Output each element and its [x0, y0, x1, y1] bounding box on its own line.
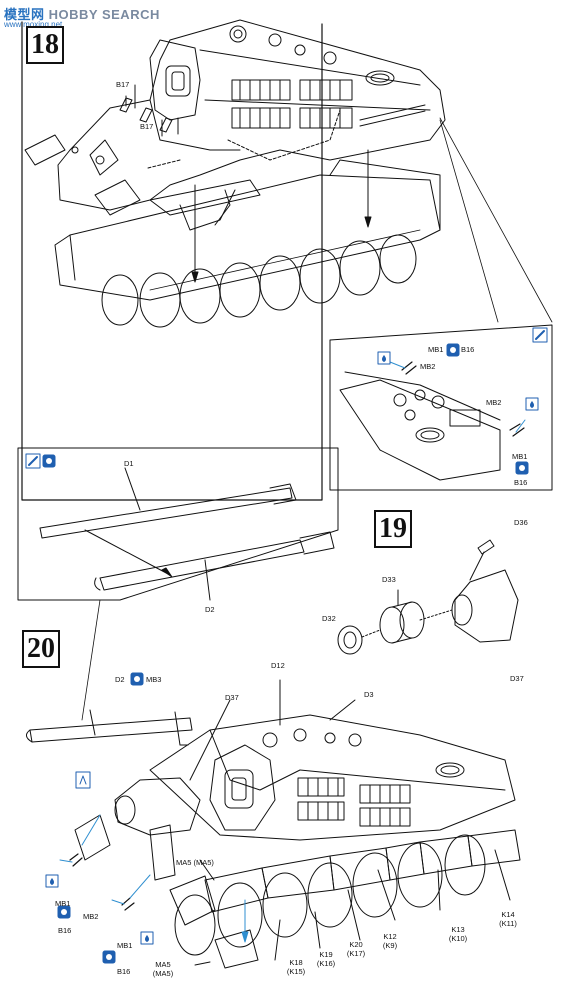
metal-part-icon [515, 461, 529, 475]
step-19-parts [337, 539, 519, 655]
label-ma5-lower: MA5 [155, 960, 171, 969]
watermark-cn: 模型网 [4, 7, 45, 22]
label-k14-alt: (K11) [499, 919, 517, 928]
label-mb2-left: MB2 [83, 912, 99, 921]
label-b16-inset-right: B16 [514, 478, 528, 487]
step-20-vehicle [26, 679, 521, 969]
watermark-en: HOBBY SEARCH [48, 7, 160, 22]
label-d2-step20: D2 [115, 675, 125, 684]
label-k18-alt: (K15) [286, 967, 306, 976]
step-18-number: 18 [26, 26, 64, 64]
paint-drop-icon [140, 931, 154, 945]
step-19-number: 19 [374, 510, 412, 548]
label-b17-upper: B17 [116, 80, 130, 89]
label-b16-inset: B16 [461, 345, 475, 354]
paint-drop-icon [45, 874, 59, 888]
optional-part-icon [75, 771, 91, 789]
label-b17-lower: B17 [140, 122, 154, 131]
label-k14: K14 [501, 910, 515, 919]
metal-part-icon [42, 454, 56, 468]
label-d3: D3 [364, 690, 374, 699]
metal-part-icon [102, 950, 116, 964]
lower-hull-assembly [54, 149, 441, 328]
label-d2-barrel: D2 [205, 605, 215, 614]
label-k19-alt: (K16) [316, 959, 336, 968]
label-k12: K12 [383, 932, 397, 941]
label-mb1-inset: MB1 [428, 345, 444, 354]
label-k13: K13 [451, 925, 465, 934]
label-mb1-left-2: MB1 [117, 941, 133, 950]
label-k20: K20 [349, 940, 363, 949]
glue-brush-icon [532, 327, 548, 343]
label-mb2-inset-right: MB2 [486, 398, 502, 407]
step-18-frame [21, 21, 323, 501]
metal-part-icon [57, 905, 71, 919]
label-mb1-left-1: MB1 [55, 899, 71, 908]
label-d33: D33 [382, 575, 396, 584]
label-ma5-lower-alt: (MA5) [152, 969, 174, 978]
label-d1: D1 [124, 459, 134, 468]
barrel-inset [17, 447, 339, 721]
glue-brush-icon [25, 453, 41, 469]
paint-drop-icon [377, 351, 391, 365]
upper-hull-assembly [24, 19, 446, 216]
label-k13-alt: (K10) [448, 934, 468, 943]
step-20-number: 20 [22, 630, 60, 668]
label-b16-left-2: B16 [117, 967, 131, 976]
label-b16-left-1: B16 [58, 926, 72, 935]
watermark: 模型网 HOBBY SEARCH [4, 4, 160, 23]
label-d32: D32 [322, 614, 336, 623]
label-mb1-inset-right: MB1 [512, 452, 528, 461]
label-mb3: MB3 [146, 675, 162, 684]
label-k19: K19 [319, 950, 333, 959]
detail-inset-mb-parts [329, 117, 553, 491]
label-mb2-inset: MB2 [420, 362, 436, 371]
label-d37-step20: D37 [225, 693, 239, 702]
metal-part-icon [446, 343, 460, 357]
label-k18: K18 [289, 958, 303, 967]
watermark-url: www.moxing.net [4, 20, 63, 29]
paint-drop-icon [525, 397, 539, 411]
label-d12: D12 [271, 661, 285, 670]
label-k12-alt: (K9) [382, 941, 398, 950]
label-ma5-upper: MA5 (MA5) [176, 858, 214, 867]
label-d36: D36 [514, 518, 528, 527]
label-d37-step19: D37 [510, 674, 524, 683]
label-k20-alt: (K17) [346, 949, 366, 958]
metal-part-icon [130, 672, 144, 686]
